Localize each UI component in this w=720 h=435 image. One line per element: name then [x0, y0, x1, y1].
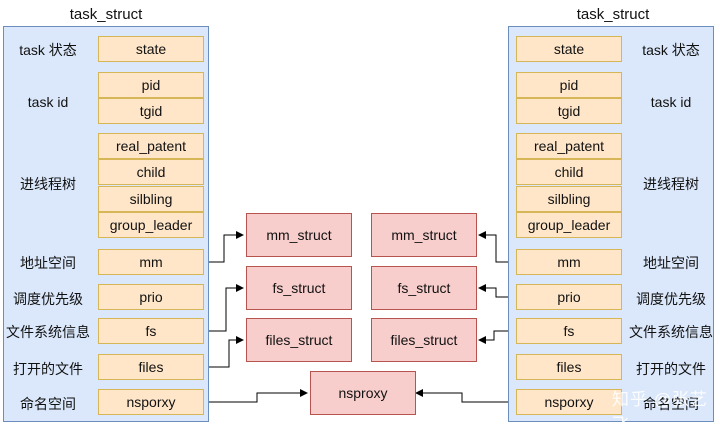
right-field-mm: mm [516, 249, 622, 275]
right-field-files: files [516, 354, 622, 380]
arrow-right-fs [478, 284, 516, 298]
left-field-real-parent: real_patent [98, 133, 204, 159]
left-field-sibling: silbling [98, 186, 204, 212]
arrow-left-nsproxy [204, 389, 308, 403]
left-label-addr: 地址空间 [20, 255, 76, 271]
arrow-right-mm [478, 231, 516, 263]
left-fs-struct: fs_struct [246, 266, 352, 310]
arrow-left-mm [204, 231, 244, 263]
right-label-ns: 命名空间 [643, 396, 699, 412]
right-label-files: 打开的文件 [636, 361, 706, 377]
right-files-struct: files_struct [371, 318, 477, 362]
left-label-tree: 进线程树 [20, 176, 76, 192]
left-label-files: 打开的文件 [13, 361, 83, 377]
arrow-right-files [478, 330, 516, 344]
arrow-right-nsproxy [415, 389, 516, 403]
arrow-left-fs [204, 284, 244, 332]
connector-arrows [204, 231, 516, 403]
left-field-state: state [98, 36, 204, 62]
right-field-group-leader: group_leader [516, 212, 622, 238]
left-field-files: files [98, 354, 204, 380]
right-field-child: child [516, 159, 622, 185]
right-label-task-id: task id [650, 94, 692, 110]
left-label-fsinfo: 文件系统信息 [6, 324, 90, 340]
left-field-tgid: tgid [98, 98, 204, 124]
right-field-tgid: tgid [516, 98, 622, 124]
nsproxy-box: nsproxy [310, 371, 416, 415]
right-task-struct-title: task_struct [576, 6, 650, 23]
left-task-struct-title: task_struct [69, 6, 143, 23]
right-label-sched: 调度优先级 [636, 291, 706, 307]
right-field-fs: fs [516, 318, 622, 344]
right-label-state: task 状态 [642, 42, 700, 58]
left-field-pid: pid [98, 72, 204, 98]
right-field-nsproxy: nsporxy [516, 389, 622, 415]
left-label-sched: 调度优先级 [13, 291, 83, 307]
watermark-text: 知乎 @张艺飞 [612, 390, 708, 434]
arrow-left-files [204, 336, 244, 368]
right-label-fsinfo: 文件系统信息 [629, 324, 713, 340]
right-fs-struct: fs_struct [371, 266, 477, 310]
right-label-addr: 地址空间 [643, 255, 699, 271]
left-label-task-id: task id [27, 94, 69, 110]
right-mm-struct: mm_struct [371, 213, 477, 257]
left-field-nsproxy: nsporxy [98, 389, 204, 415]
right-field-real-parent: real_patent [516, 133, 622, 159]
right-field-sibling: silbling [516, 186, 622, 212]
left-mm-struct: mm_struct [246, 213, 352, 257]
left-label-ns: 命名空间 [20, 396, 76, 412]
left-files-struct: files_struct [246, 318, 352, 362]
right-label-tree: 进线程树 [643, 176, 699, 192]
left-field-fs: fs [98, 318, 204, 344]
left-field-child: child [98, 159, 204, 185]
right-field-prio: prio [516, 284, 622, 310]
left-field-mm: mm [98, 249, 204, 275]
right-field-state: state [516, 36, 622, 62]
right-field-pid: pid [516, 72, 622, 98]
left-field-prio: prio [98, 284, 204, 310]
left-field-group-leader: group_leader [98, 212, 204, 238]
left-label-state: task 状态 [19, 42, 77, 58]
